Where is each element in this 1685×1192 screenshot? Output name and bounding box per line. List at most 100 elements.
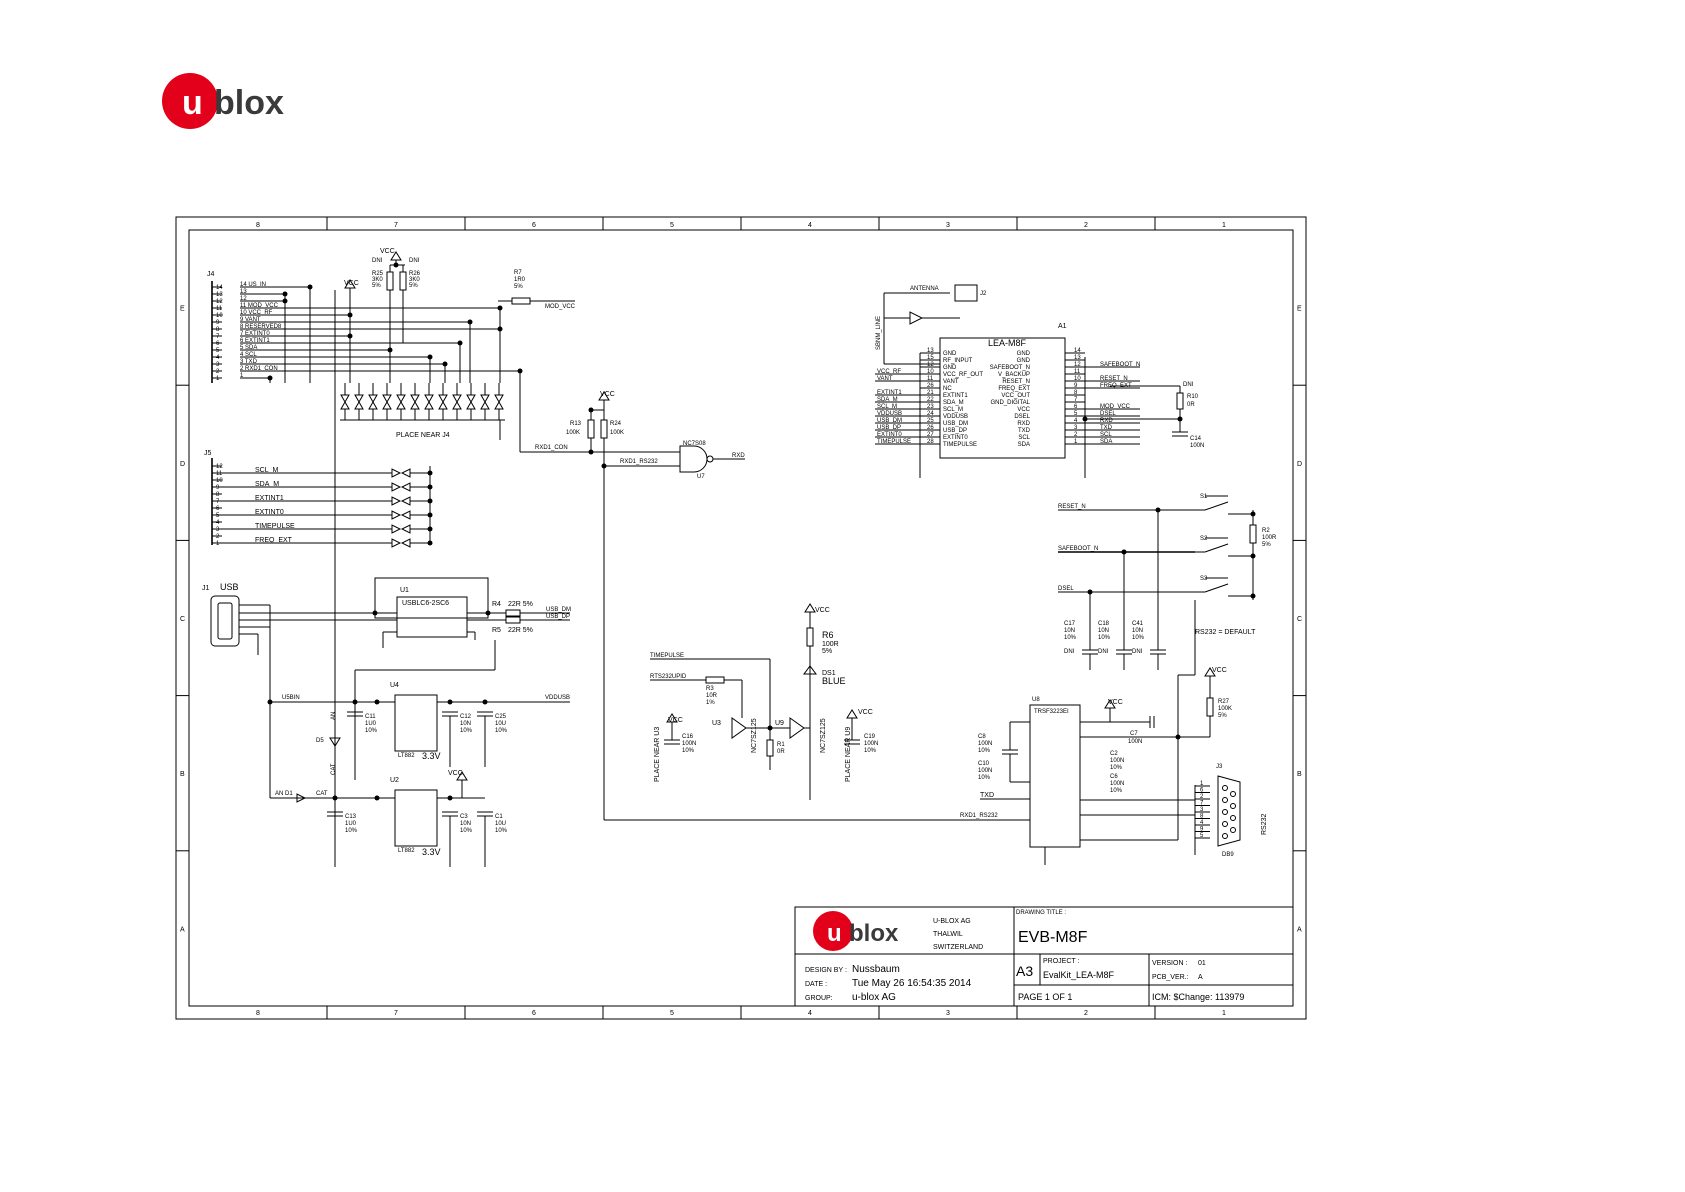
- esd-diode-icon: [494, 394, 504, 404]
- vcc-label-u2: VCC: [448, 770, 463, 777]
- db9-pin-icon: [1222, 833, 1228, 839]
- r26-tol: 5%: [409, 283, 418, 289]
- j5-diode-icon: [391, 524, 402, 534]
- j4-pin-net: 7 EXTINT0: [240, 331, 270, 337]
- c10-val: 100N: [978, 768, 992, 774]
- j5-net-label: EXTINT0: [255, 509, 284, 516]
- a1-left-pin-name: USB_DP: [943, 428, 967, 434]
- frame-row-label-right: A: [1297, 926, 1302, 933]
- frame-column-label-bottom: 8: [256, 1010, 260, 1017]
- rts232-net: RTS232UPID: [650, 674, 687, 680]
- a1-left-pin-name: GND: [943, 351, 957, 357]
- a1-right-pin-number: 2: [1074, 432, 1078, 438]
- r6-ref: R6: [822, 630, 834, 640]
- tb-logo-letter: u: [827, 920, 842, 947]
- j4-pin-net: 1: [240, 373, 244, 379]
- c6-tol: 10%: [1110, 788, 1123, 794]
- u3-note: PLACE NEAR U3: [654, 727, 661, 782]
- db9-pin-icon: [1222, 809, 1228, 815]
- timepulse-net: TIMEPULSE: [650, 653, 684, 659]
- c8-tol: 10%: [978, 748, 991, 754]
- j4-pin-number: 2: [216, 369, 220, 375]
- esd-diode-icon: [340, 400, 350, 410]
- a1-right-pin-net: SCL: [1100, 432, 1112, 438]
- u7-and-gate-section: VCC R13 100K R24 100K RXD1_CON RXD1_RS23…: [519, 370, 745, 820]
- vcc-label-2: VCC: [344, 280, 359, 287]
- usb-dm-net: USB_DM: [546, 607, 571, 613]
- tb-version: 01: [1198, 960, 1206, 967]
- ds1-ref: DS1: [822, 670, 836, 677]
- r3-val: 10R: [706, 693, 718, 699]
- a1-right-pin-number: 11: [1074, 369, 1081, 375]
- sw-cap-val: 10N: [1098, 628, 1109, 634]
- tb-pcb-ver: A: [1198, 974, 1203, 981]
- j5-diode-icon: [391, 496, 402, 506]
- r5-val: 22R 5%: [508, 627, 533, 634]
- vcc-label-r27: VCC: [1212, 667, 1227, 674]
- a1-left-pin-name: GND: [943, 365, 957, 371]
- a1-left-pin-number: 10: [927, 369, 934, 375]
- r6-tol: 5%: [822, 648, 832, 655]
- esd-diode-array: [334, 290, 505, 820]
- u7-rxd-net: RXD: [732, 453, 745, 459]
- r3-ref: R3: [706, 686, 714, 692]
- j1-ref: J1: [202, 585, 210, 592]
- c14-ref: C14: [1190, 436, 1202, 442]
- frame-column-label-top: 6: [532, 222, 536, 229]
- j4-pin-number: 7: [216, 334, 220, 340]
- j5-pin-number: 12: [216, 464, 223, 470]
- tb-project-label: PROJECT :: [1043, 958, 1079, 965]
- a1-right-pin-name: VCC_OUT: [1001, 393, 1030, 399]
- sw-cap-dni: DNI: [1098, 649, 1109, 655]
- rxd1-con-net: RXD1_CON: [535, 445, 568, 451]
- a1-left-pin-name: VDDUSB: [943, 414, 968, 420]
- a1-right-pin-number: 5: [1074, 411, 1078, 417]
- esd-diode-icon: [452, 400, 462, 410]
- sw-cap-dni: DNI: [1132, 649, 1143, 655]
- a1-left-pin-number: 26: [927, 425, 934, 431]
- r10-c14: DNI R10 0R C14 100N: [1082, 382, 1204, 449]
- esd-diode-icon: [354, 394, 364, 404]
- d5-cat: CAT: [331, 763, 337, 775]
- j5-pin-number: 4: [216, 520, 220, 526]
- r7-val: 1R0: [514, 277, 526, 283]
- j4-pin-number: 14: [216, 285, 223, 291]
- a1-left-pin-name: SCL_M: [943, 407, 963, 413]
- a1-left-pin-net: VANT: [877, 376, 893, 382]
- sw-reset-net: RESET_N: [1058, 504, 1086, 510]
- a1-left-pin-number: 11: [927, 376, 934, 382]
- u9-ref: U9: [775, 720, 784, 727]
- d1-cat: CAT: [316, 791, 328, 797]
- frame-row-label-left: A: [180, 926, 185, 933]
- tb-page: PAGE 1 OF 1: [1018, 992, 1072, 1002]
- c8-val: 100N: [978, 741, 992, 747]
- j4-pin-net: 5 SDA: [240, 345, 257, 351]
- r27-tol: 5%: [1218, 713, 1227, 719]
- c6-val: 100N: [1110, 781, 1124, 787]
- u9-note: PLACE NEAR U9: [845, 727, 852, 782]
- db9-pin-number: 6: [1200, 788, 1204, 794]
- a1-left-pin-number: 27: [927, 432, 934, 438]
- esd-diode-icon: [410, 400, 420, 410]
- j5-pin-number: 5: [216, 513, 220, 519]
- usb-dp-net: USB_DP: [546, 614, 570, 620]
- j4-pin-number: 9: [216, 320, 220, 326]
- esd-diode-icon: [368, 394, 378, 404]
- frame-column-label-bottom: 2: [1084, 1010, 1088, 1017]
- u1-esd-protection: U1 USBLC6-2SC6 R4 22R 5% R5 22R 5% USB_D…: [372, 577, 571, 648]
- j5-connector: J5 121110987654321SCL_MSDA_MEXTINT1EXTIN…: [204, 450, 433, 548]
- tb-date-label: DATE :: [805, 981, 827, 988]
- j5-diode-icon: [391, 510, 402, 520]
- sw-dsel-net: DSEL: [1058, 586, 1074, 592]
- esd-diode-icon: [494, 400, 504, 410]
- a1-left-pin-net: SCL_M: [877, 404, 897, 410]
- j5-diode-icon: [400, 510, 411, 520]
- a1-left-pin-number: 25: [927, 418, 934, 424]
- u7-ref: U7: [697, 474, 705, 480]
- tb-size: A3: [1016, 963, 1033, 979]
- j5-diode-icon: [400, 468, 411, 478]
- u2-part: LT882: [398, 848, 415, 854]
- a1-right-pin-net: SDA: [1100, 439, 1112, 445]
- j5-pin-number: 3: [216, 527, 220, 533]
- a1-left-pin-number: 15: [927, 355, 934, 361]
